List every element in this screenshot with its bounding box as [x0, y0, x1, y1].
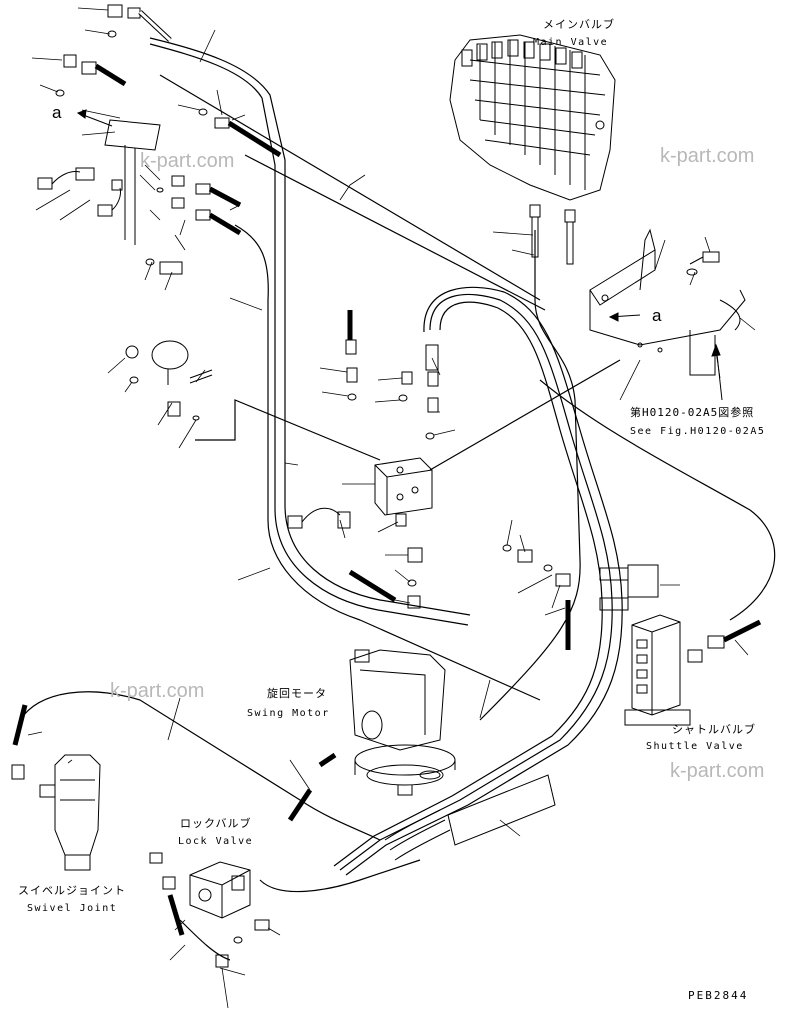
swivel-joint-label-en: Swivel Joint [27, 903, 118, 914]
hose-bundle-1 [340, 294, 612, 870]
view-marker-left: a [52, 103, 62, 122]
hose-lock-valve [180, 920, 230, 960]
hose-runs [20, 38, 775, 960]
hose-upper-left-long-inner [150, 44, 468, 625]
pipe-figref-to-block [430, 360, 620, 470]
bracket-figref [590, 230, 745, 375]
drawing-code: PEB2844 [688, 989, 749, 1002]
shuttle-valve-label-jp: シャトルバルブ [672, 723, 756, 736]
watermark-2: k-part.com [660, 145, 755, 167]
upper-left-fittings [38, 5, 280, 420]
swing-motor-label-en: Swing Motor [247, 708, 330, 719]
main-valve-label-en: Main Valve [533, 37, 609, 48]
swing-motor [290, 650, 455, 820]
shuttle-valve [625, 615, 760, 725]
hose-main-valve-down [480, 230, 580, 720]
center-valve-block [288, 310, 570, 650]
figref-label-jp: 第H0120-02A5図参照 [630, 406, 755, 419]
watermark-3: k-part.com [110, 680, 205, 702]
bundle-clamps [385, 565, 658, 860]
view-arrow-right [610, 313, 640, 321]
view-arrow-left [78, 110, 112, 126]
view-marker-right: a [652, 306, 662, 325]
pipe-left-bend [195, 400, 380, 460]
hose-upper-left-long [150, 38, 470, 615]
hose-diagonal-upper [160, 75, 540, 300]
watermark-4: k-part.com [670, 760, 765, 782]
hose-to-swivel [20, 692, 380, 840]
main-valve-label-jp: メインバルブ [543, 18, 615, 31]
leader-lines [28, 8, 755, 1008]
swing-motor-label-jp: 旋回モータ [267, 687, 327, 700]
lock-valve-label-en: Lock Valve [178, 836, 254, 847]
hose-bundle-3 [346, 287, 622, 875]
main-valve [450, 35, 615, 264]
figref-label-en: See Fig.H0120-02A5 [630, 426, 766, 437]
lock-valve [150, 853, 269, 967]
shuttle-valve-label-en: Shuttle Valve [646, 741, 744, 752]
hose-right-to-shuttle [540, 380, 775, 620]
swivel-joint-label-jp: スイベルジョイント [18, 884, 126, 897]
lock-valve-label-jp: ロックバルブ [180, 817, 252, 830]
hose-lower [260, 860, 420, 892]
hose-diagonal-upper-2 [245, 155, 545, 310]
hose-bundle-2 [334, 302, 602, 866]
figref-arrow [712, 345, 722, 400]
watermark-1: k-part.com [140, 150, 235, 172]
hose-loop-center [235, 225, 540, 700]
swivel-joint [12, 705, 100, 870]
